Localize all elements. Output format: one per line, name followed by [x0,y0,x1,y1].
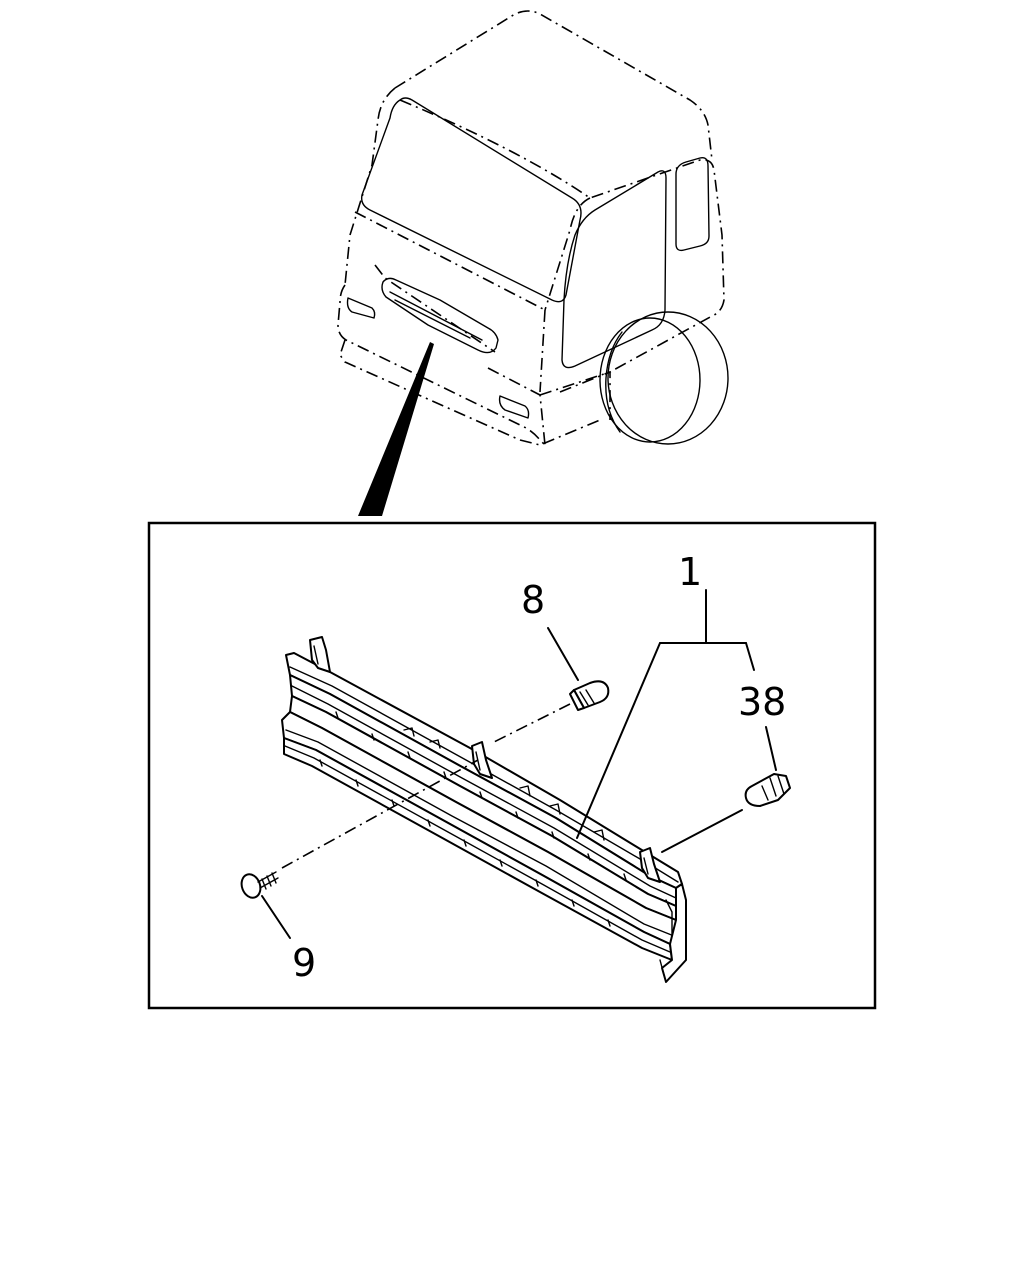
screw-part-9 [240,871,291,939]
callout-part-1: 1 [678,550,702,594]
detail-frame [147,521,877,1010]
truck-cab-illustration [337,10,729,446]
assembly-line-part-8 [493,703,571,743]
callout-part-8: 8 [521,578,545,622]
detail-pointer-wedge [358,342,434,516]
front-grille-assembly [281,636,687,983]
clip-part-8 [547,627,610,711]
clip-part-38 [744,726,791,807]
callout-part-38: 38 [738,680,786,724]
assembly-line-part-9 [281,759,479,869]
callout-part-9: 9 [292,941,316,985]
leader-part-1 [576,589,755,839]
leader-part-38-to-grille [661,809,743,853]
